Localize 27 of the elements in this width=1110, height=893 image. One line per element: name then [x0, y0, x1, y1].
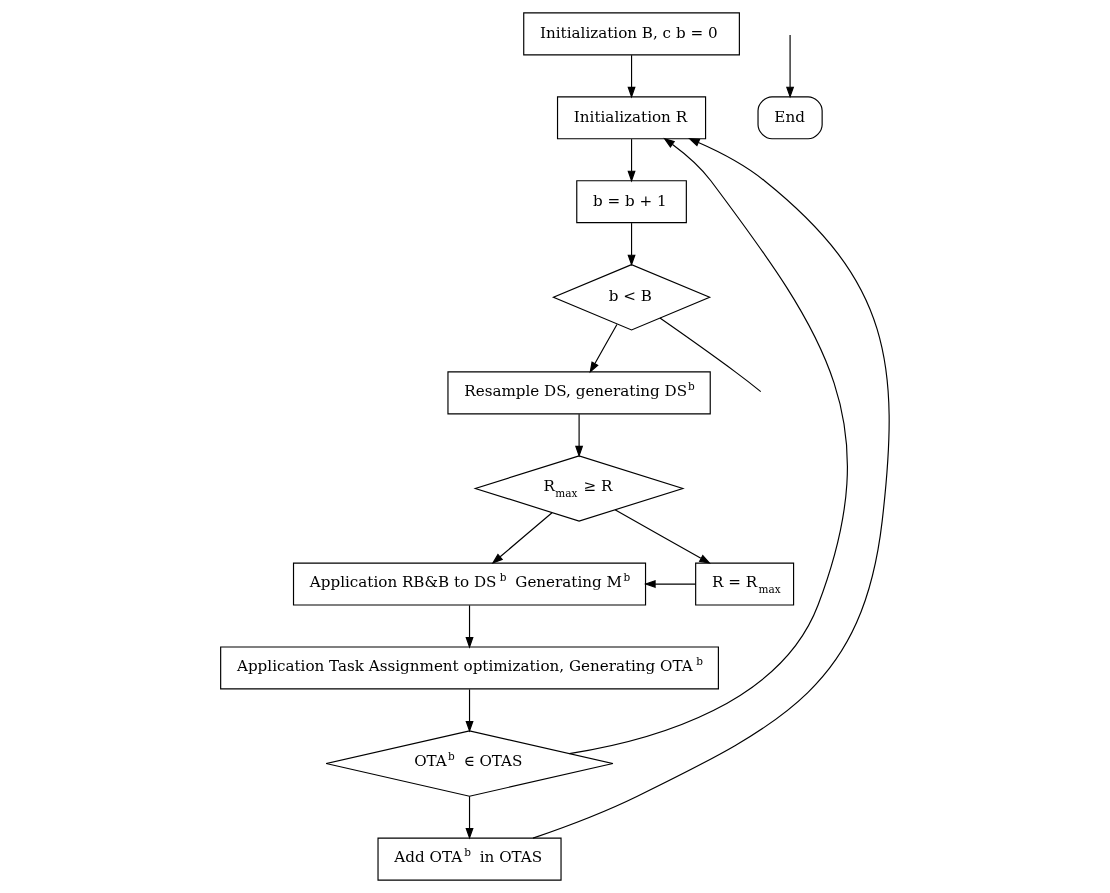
node-box: Application RB&B to DS$^{b}$ Generating M$^{b}$ [292, 562, 647, 606]
arrow [465, 688, 474, 733]
connector [659, 317, 762, 393]
arrow [575, 413, 584, 458]
arrow [532, 138, 890, 839]
node-box: End [757, 96, 823, 140]
arrow [644, 579, 697, 589]
arrow [465, 604, 474, 649]
node-box: b = b + 1 [576, 180, 687, 224]
node-box: Initialization R [556, 96, 707, 140]
node-diamond: b < B [551, 264, 712, 331]
arrow [589, 323, 618, 374]
arrow [568, 137, 848, 755]
node-box: Resample DS, generating DS$^{b}$ [447, 371, 711, 415]
node-box: Application Task Assignment optimization, Generating OTA$^{b}$ [220, 646, 719, 690]
arrow [614, 509, 711, 564]
arrow [786, 34, 795, 99]
node-box: Add OTA$^{b}$ in OTAS [377, 837, 562, 881]
node-box: R = R$_{max}$ [695, 562, 795, 606]
arrow [627, 54, 636, 99]
arrow [627, 222, 636, 267]
node-diamond: R$_{max}$ ≥ R [473, 455, 685, 522]
arrow [491, 512, 553, 565]
node-box: Initialization B, c b = 0 [523, 12, 740, 56]
arrow [627, 138, 636, 183]
arrow [465, 795, 474, 840]
node-diamond: OTA$^{b}$ ∈ OTAS [325, 730, 614, 797]
